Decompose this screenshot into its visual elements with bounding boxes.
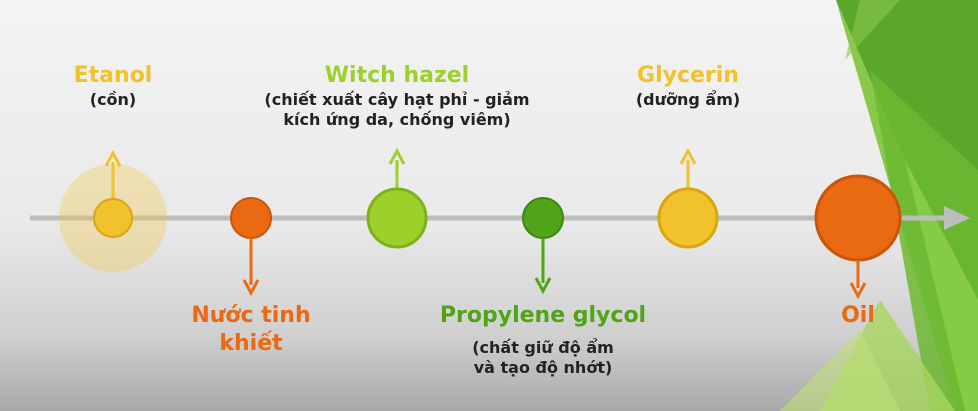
propylene-subtitle-line2: và tạo độ nhớt): [473, 357, 613, 377]
glycerin-title: Glycerin: [637, 63, 739, 88]
propylene-label: Propylene glycol (chất giữ độ ẩm và tạo …: [418, 302, 668, 378]
nuoc-title-line2: khiết: [219, 330, 283, 356]
etanol-subtitle: (cồn): [89, 89, 137, 109]
nuoc-label: Nước tinh khiết: [166, 302, 336, 357]
propylene-node: [522, 197, 564, 239]
etanol-node: [93, 198, 133, 238]
nuoc-arrow-icon: [242, 279, 260, 297]
nuoc-node: [230, 197, 272, 239]
oil-node: [814, 174, 902, 262]
glycerin-label: Glycerin (dưỡng ẩm): [613, 62, 763, 110]
nuoc-title-line1: Nước tinh: [191, 303, 311, 328]
propylene-arrow-icon: [534, 277, 552, 295]
glycerin-arrow-icon: [679, 147, 697, 165]
oil-label: Oil: [818, 302, 898, 330]
timeline-arrowhead: [944, 206, 970, 230]
witch-subtitle-line2: kích ứng da, chống viêm): [283, 109, 511, 129]
propylene-title: Propylene glycol: [439, 303, 647, 328]
propylene-subtitle-line1: (chất giữ độ ẩm: [472, 337, 614, 357]
witch-subtitle-line1: (chiết xuất cây hạt phỉ - giảm: [264, 89, 530, 109]
witch-node: [366, 187, 428, 249]
glycerin-node: [657, 187, 719, 249]
oil-title: Oil: [841, 303, 875, 328]
glycerin-subtitle: (dưỡng ẩm): [635, 89, 741, 109]
witch-title: Witch hazel: [324, 63, 470, 88]
witch-arrow-icon: [388, 147, 406, 165]
etanol-arrow-icon: [104, 149, 122, 167]
etanol-label: Etanol (cồn): [43, 62, 183, 110]
etanol-title: Etanol: [73, 63, 153, 88]
witch-label: Witch hazel (chiết xuất cây hạt phỉ - gi…: [247, 62, 547, 130]
oil-arrow-icon: [849, 282, 867, 300]
